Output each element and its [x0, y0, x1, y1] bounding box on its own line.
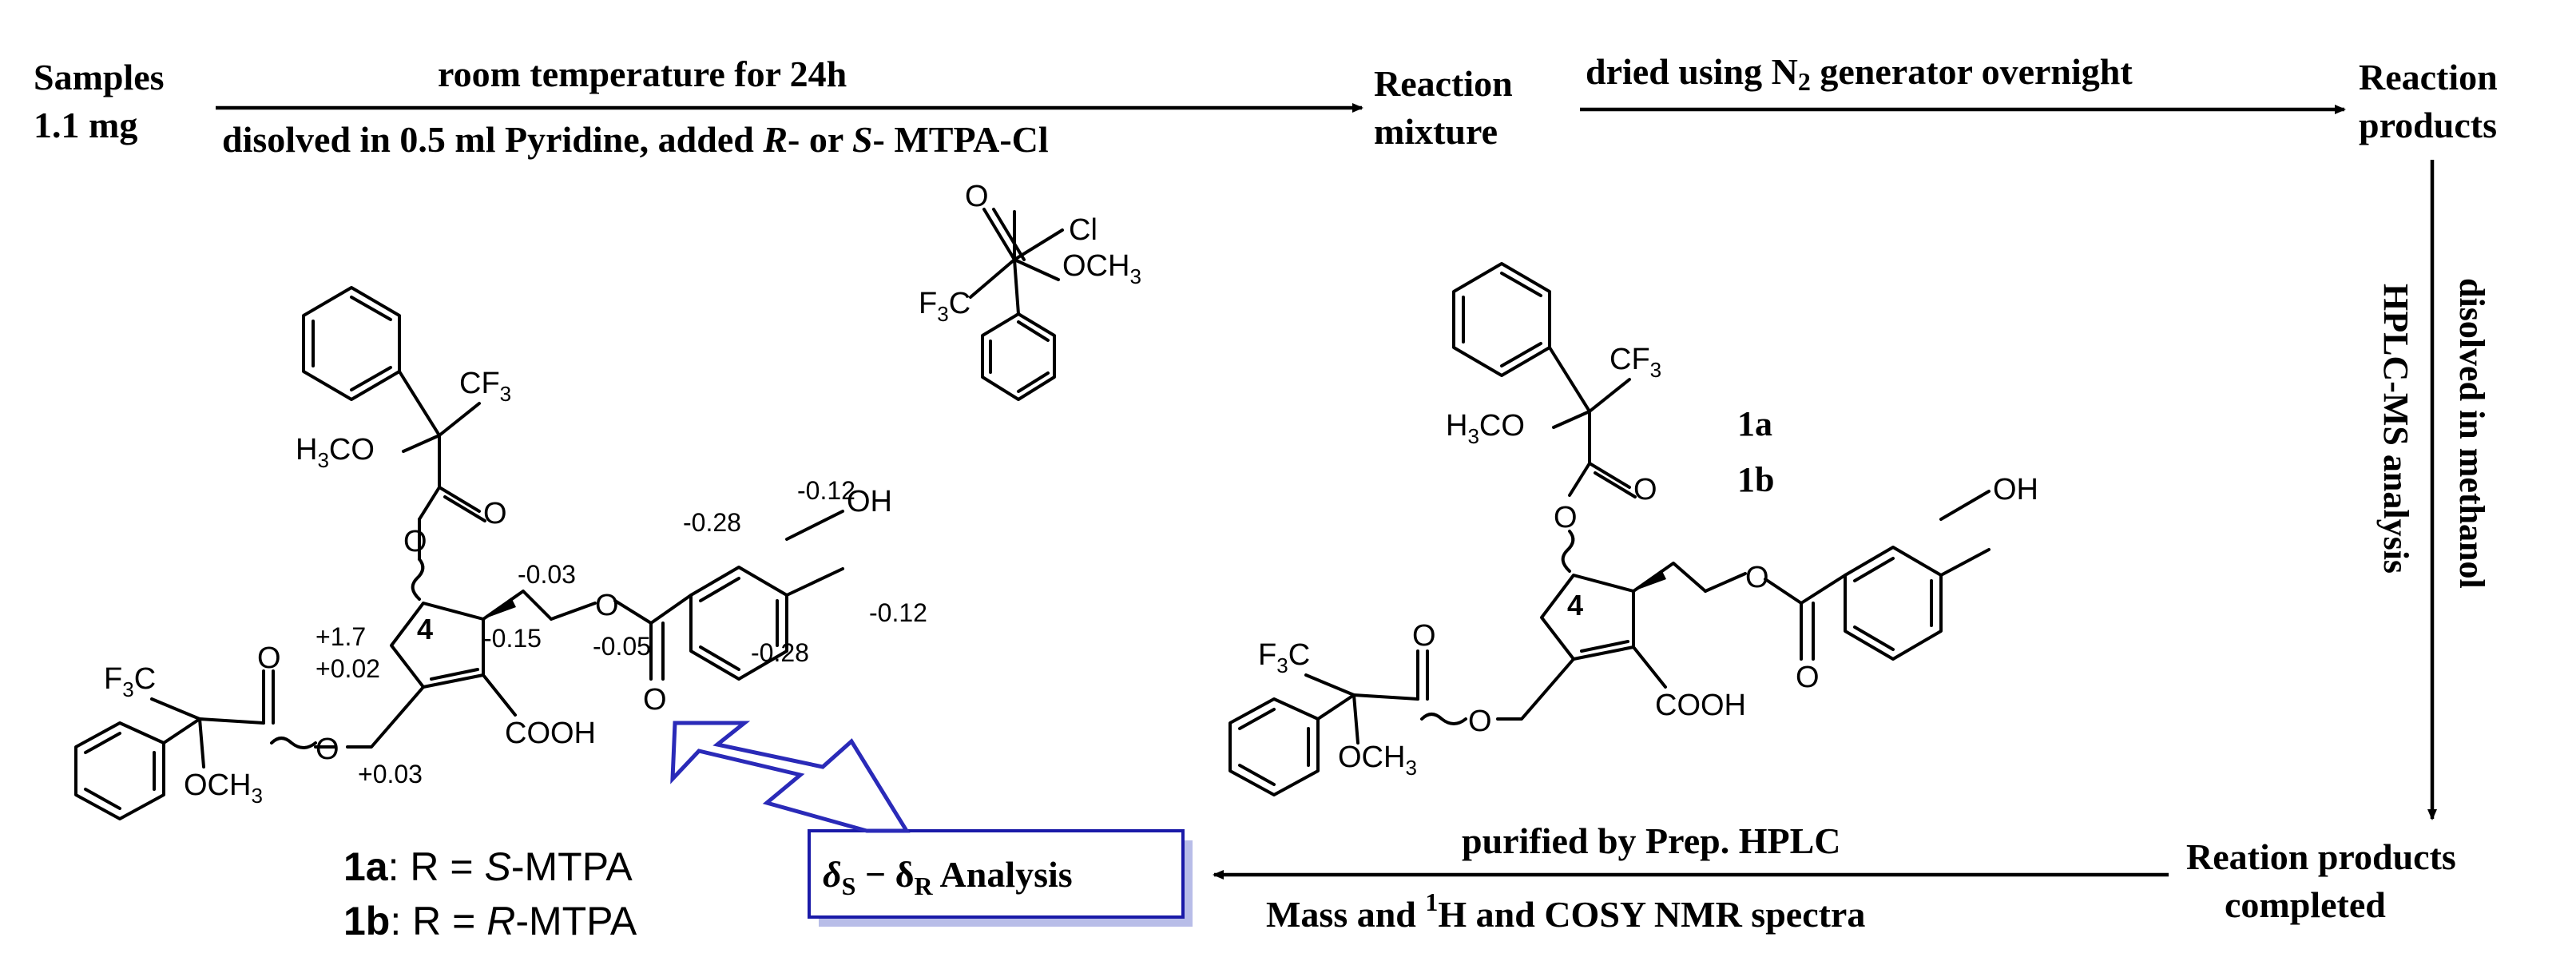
delta-value: +1.7: [316, 622, 366, 651]
left-ester-o-link: O: [403, 525, 427, 558]
left-top-cf3: CF3: [459, 367, 511, 406]
completed-label-2: completed: [2225, 884, 2386, 925]
mixture-label: Reaction: [1374, 63, 1513, 104]
right-ester-o-carbonyl: O: [1633, 473, 1657, 506]
reagent-methoxy: OCH3: [1062, 249, 1141, 288]
left-ester2-o-carbonyl: O: [257, 641, 281, 675]
label-1a: 1a: [1737, 404, 1772, 443]
analysis-label: δS − δR Analysis: [823, 854, 1073, 900]
caption-1b: 1b: R = R-MTPA: [343, 899, 637, 943]
analysis-box: [808, 829, 1185, 919]
delta-value: -0.12: [797, 476, 855, 505]
delta-value: -0.28: [751, 638, 809, 667]
left-top-h3co: H3CO: [296, 433, 375, 472]
delta-value: -0.12: [869, 598, 927, 627]
right-side-carbonyl-o: O: [1796, 661, 1820, 694]
delta-value: +0.03: [358, 760, 423, 788]
reagent-carbonyl-o: O: [965, 180, 989, 213]
completed-label: Reation products: [2186, 836, 2456, 877]
delta-value: -0.05: [593, 632, 651, 661]
right-f3c: F3C: [1258, 638, 1310, 677]
samples-label: Samples: [34, 57, 165, 97]
step3-condition-2: HPLC-MS analysis: [2376, 284, 2415, 574]
left-ring-label: 4: [417, 613, 433, 645]
right-ester2-o-link: O: [1468, 705, 1492, 738]
delta-value: -0.28: [683, 508, 741, 537]
left-ester-o-carbonyl: O: [483, 497, 507, 530]
products-label: Reaction: [2359, 57, 2498, 97]
left-f3c: F3C: [104, 662, 156, 701]
right-structure: CF3 H3CO O O 4 F3C O O OCH3 COOH O O OH …: [1228, 262, 2038, 796]
left-side-o: O: [595, 589, 619, 622]
reagent-mtpa-cl: O Cl OCH3 F3C: [919, 180, 1141, 401]
delta-value: -0.03: [518, 560, 576, 589]
right-top-cf3: CF3: [1610, 343, 1661, 382]
left-side-carbonyl-o: O: [643, 683, 667, 717]
right-side-o: O: [1745, 561, 1769, 594]
left-ester2-o-link: O: [316, 733, 339, 766]
right-ester-o-link: O: [1554, 501, 1578, 534]
delta-value: -0.15: [483, 624, 542, 653]
right-top-h3co: H3CO: [1446, 409, 1525, 448]
right-och3: OCH3: [1338, 741, 1417, 780]
label-1b: 1b: [1737, 460, 1774, 499]
left-och3: OCH3: [184, 768, 263, 808]
caption-1a: 1a: R = S-MTPA: [343, 844, 633, 889]
reagent-cf3: F3C: [919, 287, 970, 326]
reagent-chloride: Cl: [1069, 213, 1097, 247]
left-oh: OH: [847, 485, 892, 518]
step1-condition: room temperature for 24h: [438, 54, 847, 94]
samples-amount: 1.1 mg: [34, 105, 137, 145]
right-ester2-o-carbonyl: O: [1412, 619, 1436, 653]
workflow: Samples 1.1 mg room temperature for 24h …: [34, 51, 2498, 935]
right-oh: OH: [1993, 473, 2038, 506]
right-ring-label: 4: [1567, 589, 1583, 622]
delta-value: +0.02: [316, 654, 380, 683]
hollow-arrow: [670, 721, 911, 833]
left-structure: CF3 H3CO O O 4 F3C O O OCH3 COOH O O OH …: [74, 286, 927, 943]
step4-condition: purified by Prep. HPLC: [1462, 820, 1841, 861]
left-cooh: COOH: [505, 717, 596, 750]
step4-spectra: Mass and 1H and COSY NMR spectra: [1266, 888, 1865, 935]
step3-condition-1: disolved in methanol: [2452, 278, 2491, 589]
right-cooh: COOH: [1655, 689, 1746, 722]
mixture-label-2: mixture: [1374, 111, 1498, 152]
step1-reagents: disolved in 0.5 ml Pyridine, added R- or…: [222, 119, 1049, 160]
step2-condition: dried using N2 generator overnight: [1586, 51, 2133, 96]
products-label-2: products: [2359, 105, 2497, 145]
